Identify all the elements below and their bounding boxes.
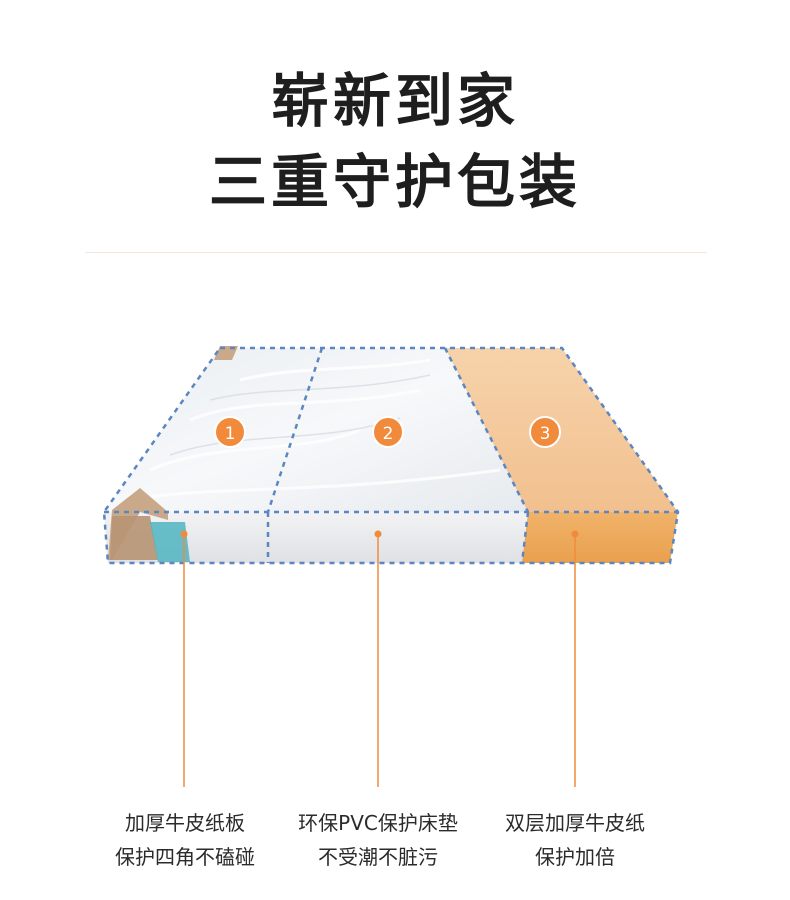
pvc-front-side (104, 512, 528, 563)
plastic-wrinkles (129, 358, 501, 502)
layer-caption-1-line-1: 加厚牛皮纸板 (125, 811, 245, 835)
layer-caption-3-line-2: 保护加倍 (535, 845, 615, 869)
divider (85, 252, 707, 253)
packaged-mattress-illustration: 1 2 3 (102, 346, 680, 787)
layer-badge-3: 3 (529, 416, 561, 448)
kraft-top-surface (445, 348, 678, 512)
corner-tape (150, 522, 190, 562)
section-outlines (102, 346, 680, 565)
callout-pointer-1 (180, 530, 188, 787)
callout-pointer-3 (571, 530, 579, 787)
layer-badge-1: 1 (214, 416, 246, 448)
layer-badge-2: 2 (372, 416, 404, 448)
headline-line-1: 崭新到家 (270, 67, 519, 135)
corner-protector (108, 488, 168, 560)
layer-caption-2-line-1: 环保PVC保护床垫 (298, 811, 458, 835)
callout-pointer-2 (374, 530, 382, 787)
layer-number-1: 1 (225, 424, 236, 444)
headline-line-2: 三重守护包装 (208, 148, 581, 216)
kraft-front-side (522, 512, 678, 563)
layer-caption-2-line-2: 不受潮不脏污 (318, 845, 438, 869)
layer-caption-2: 环保PVC保护床垫 不受潮不脏污 (268, 806, 488, 874)
layer-caption-1-line-2: 保护四角不磕碰 (115, 845, 255, 869)
layer-number-2: 2 (383, 424, 394, 444)
layer-caption-3-line-1: 双层加厚牛皮纸 (505, 811, 645, 835)
pvc-top-surface (104, 348, 528, 512)
layer-caption-1: 加厚牛皮纸板 保护四角不磕碰 (75, 806, 295, 874)
layer-number-3: 3 (540, 424, 551, 444)
layer-caption-3: 双层加厚牛皮纸 保护加倍 (465, 806, 685, 874)
